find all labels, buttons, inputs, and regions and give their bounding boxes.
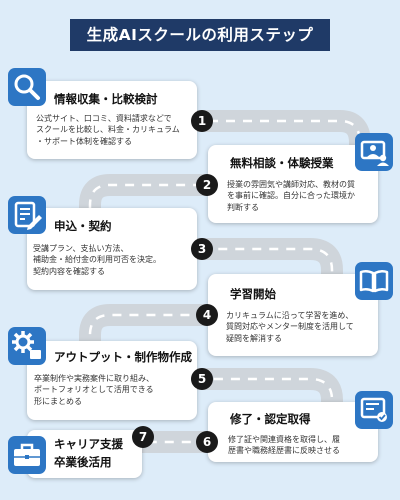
step-5-card: アウトプット・制作物作成 卒業制作や実務案件に取り組み、 ポートフォリオとして活… xyxy=(27,341,197,420)
step-3-heading: 申込・契約 xyxy=(54,219,112,233)
step-4-description: カリキュラムに沿って学習を進め、 質問対応やメンター制度を活用して 疑問を解消す… xyxy=(226,310,354,344)
step-2-number: 2 xyxy=(196,174,218,196)
step-1-description: 公式サイト、口コミ、資料請求などで スクールを比較し、料金・カリキュラム ・サポ… xyxy=(36,113,180,147)
gear-output-icon xyxy=(8,327,46,365)
step-2-card: 無料相談・体験授業 授業の雰囲気や講師対応、教材の質 を事前に確認。自分に合った… xyxy=(208,145,378,223)
step-1-line: 公式サイト、口コミ、資料請求などで xyxy=(36,114,172,123)
step-5-line: 卒業制作や実務案件に取り組み、 xyxy=(34,374,154,383)
step-3-card: 申込・契約 受講プラン、支払い方法、 補助金・給付金の利用可否を決定。 契約内容… xyxy=(27,208,197,290)
step-4-line: 疑問を解消する xyxy=(226,333,282,343)
step-7-heading-2: 卒業後活用 xyxy=(54,455,112,469)
step-7-heading: キャリア支援 xyxy=(54,437,123,451)
step-6-number: 6 xyxy=(196,431,218,453)
step-5-heading: アウトプット・制作物作成 xyxy=(54,350,192,364)
step-5-line: ポートフォリオとして活用できる xyxy=(34,385,154,395)
step-2-heading: 無料相談・体験授業 xyxy=(230,156,334,170)
briefcase-icon xyxy=(8,436,46,474)
step-7-number: 7 xyxy=(132,426,154,448)
step-1-number: 1 xyxy=(191,110,213,132)
step-6-description: 修了証や関連資格を取得し、履 歴書や職務経歴書に反映させる xyxy=(228,434,340,457)
step-5-description: 卒業制作や実務案件に取り組み、 ポートフォリオとして活用できる 形にまとめる xyxy=(34,373,154,407)
book-icon xyxy=(355,262,393,300)
step-6-card: 修了・認定取得 修了証や関連資格を取得し、履 歴書や職務経歴書に反映させる xyxy=(208,402,378,462)
step-1-line: スクールを比較し、料金・カリキュラム xyxy=(36,125,180,135)
step-6-line: 修了証や関連資格を取得し、履 xyxy=(228,435,340,444)
step-2-line: を事前に確認。自分に合った環境か xyxy=(227,191,355,201)
step-1-card: 情報収集・比較検討 公式サイト、口コミ、資料請求などで スクールを比較し、料金・… xyxy=(27,81,197,159)
form-edit-icon xyxy=(8,196,46,234)
step-5-number: 5 xyxy=(191,368,213,390)
step-4-line: カリキュラムに沿って学習を進め、 xyxy=(226,311,354,320)
page-title: 生成AIスクールの利用ステップ xyxy=(70,19,330,51)
video-consultation-icon xyxy=(355,133,393,171)
search-icon xyxy=(8,68,46,106)
step-2-description: 授業の雰囲気や講師対応、教材の質 を事前に確認。自分に合った環境か 判断する xyxy=(227,179,355,213)
step-4-heading: 学習開始 xyxy=(230,287,276,301)
step-3-line: 補助金・給付金の利用可否を決定。 xyxy=(33,255,161,265)
step-1-heading: 情報収集・比較検討 xyxy=(54,92,158,106)
step-4-card: 学習開始 カリキュラムに沿って学習を進め、 質問対応やメンター制度を活用して 疑… xyxy=(208,274,378,356)
step-1-line: ・サポート体制を確認する xyxy=(36,136,132,146)
step-7-card: キャリア支援 卒業後活用 xyxy=(27,430,142,478)
step-4-number: 4 xyxy=(196,304,218,326)
step-6-line: 歴書や職務経歴書に反映させる xyxy=(228,446,340,456)
step-5-line: 形にまとめる xyxy=(34,396,82,406)
step-2-line: 授業の雰囲気や講師対応、教材の質 xyxy=(227,180,355,189)
step-4-line: 質問対応やメンター制度を活用して xyxy=(226,322,354,332)
step-2-line: 判断する xyxy=(227,202,259,212)
step-3-number: 3 xyxy=(191,238,213,260)
step-3-description: 受講プラン、支払い方法、 補助金・給付金の利用可否を決定。 契約内容を確認する xyxy=(33,243,161,277)
certificate-icon xyxy=(355,391,393,429)
step-3-line: 受講プラン、支払い方法、 xyxy=(33,244,129,253)
step-3-line: 契約内容を確認する xyxy=(33,266,105,276)
step-6-heading: 修了・認定取得 xyxy=(230,412,311,426)
